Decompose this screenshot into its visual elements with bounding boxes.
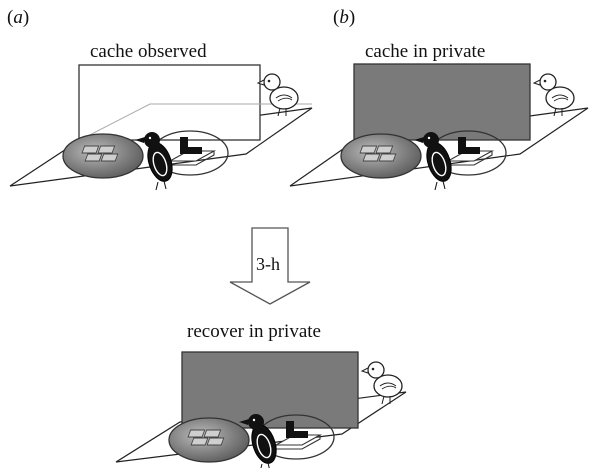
panel-a-paren-close: ) [22, 7, 30, 28]
panel-b-title: cache in private [365, 41, 486, 62]
panel-a-label: (a) [7, 8, 29, 27]
panel-a-letter: a [13, 7, 23, 28]
panel-b-observer-bird [533, 73, 575, 117]
time-arrow-label: 3-h [256, 254, 280, 274]
panel-c-tray-left [168, 417, 250, 463]
panel-a-observer-bird [257, 73, 299, 117]
time-arrow-shape [229, 227, 311, 305]
panel-a-barrier-bottom-edge [79, 103, 312, 141]
panel-b-paren-open: ( [333, 7, 340, 28]
panel-b-tray-left [340, 133, 422, 179]
panel-c-scene [115, 351, 407, 468]
time-arrow [229, 227, 311, 305]
panel-b-letter: b [339, 7, 349, 28]
panel-a-barrier-clear [78, 64, 261, 141]
panel-c-title: recover in private [187, 321, 321, 342]
panel-c-barrier-opaque [181, 351, 359, 429]
panel-b-paren-close: ) [348, 7, 356, 28]
panel-a-paren-open: ( [7, 7, 14, 28]
panel-b-barrier-opaque [353, 63, 531, 141]
panel-a-title: cache observed [90, 41, 207, 62]
panel-a-tray-left [62, 133, 144, 179]
panel-a-scene [9, 64, 313, 191]
panel-b-label: (b) [333, 8, 355, 27]
panel-b-scene [289, 63, 589, 191]
